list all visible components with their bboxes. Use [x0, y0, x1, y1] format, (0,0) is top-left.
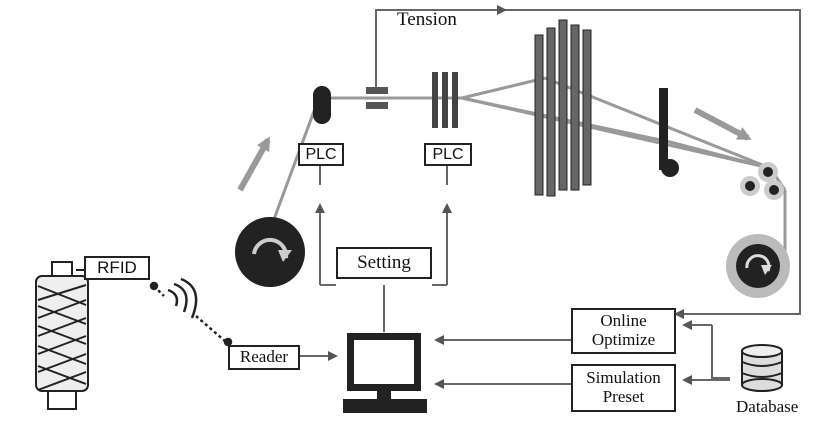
database-label: Database [736, 397, 799, 416]
rfid-label: RFID [97, 257, 137, 277]
reed-beater [659, 88, 679, 177]
plc-right-label: PLC [432, 145, 464, 163]
database-connections [682, 320, 730, 385]
plc-box-right: PLC [424, 143, 472, 166]
setting-connections [315, 165, 452, 332]
guide-bars [432, 72, 458, 128]
online-optimize-box: Online Optimize [571, 308, 676, 354]
reader-label: Reader [239, 347, 289, 367]
rfid-spool [35, 261, 89, 410]
heald-frames [534, 19, 592, 197]
reader-box: Reader [228, 345, 300, 370]
simulation-preset-box: Simulation Preset [571, 364, 676, 412]
setting-box: Setting [336, 247, 432, 279]
tension-sensor [366, 87, 388, 109]
tension-label: Tension [397, 9, 457, 30]
setting-label: Setting [357, 251, 411, 273]
online-optimize-line2: Optimize [591, 330, 656, 349]
simulation-preset-line2: Preset [602, 387, 645, 406]
feed-direction-arrow [237, 136, 271, 192]
wireless-signal [149, 277, 233, 347]
tension-roller [313, 86, 331, 124]
tension-loop [375, 5, 801, 319]
simulation-preset-line1: Simulation [586, 368, 661, 388]
plc-box-left: PLC [298, 143, 344, 166]
cloth-roll [726, 234, 790, 298]
thread-path [268, 76, 787, 260]
plc-left-label: PLC [305, 145, 337, 163]
feed-roller [235, 217, 305, 287]
computer-icon [343, 333, 427, 413]
rfid-box: RFID [84, 256, 150, 280]
online-optimize-line1: Online [600, 311, 647, 331]
take-up-rollers [740, 162, 784, 200]
output-direction-arrow [693, 107, 752, 141]
database-icon [741, 344, 783, 392]
